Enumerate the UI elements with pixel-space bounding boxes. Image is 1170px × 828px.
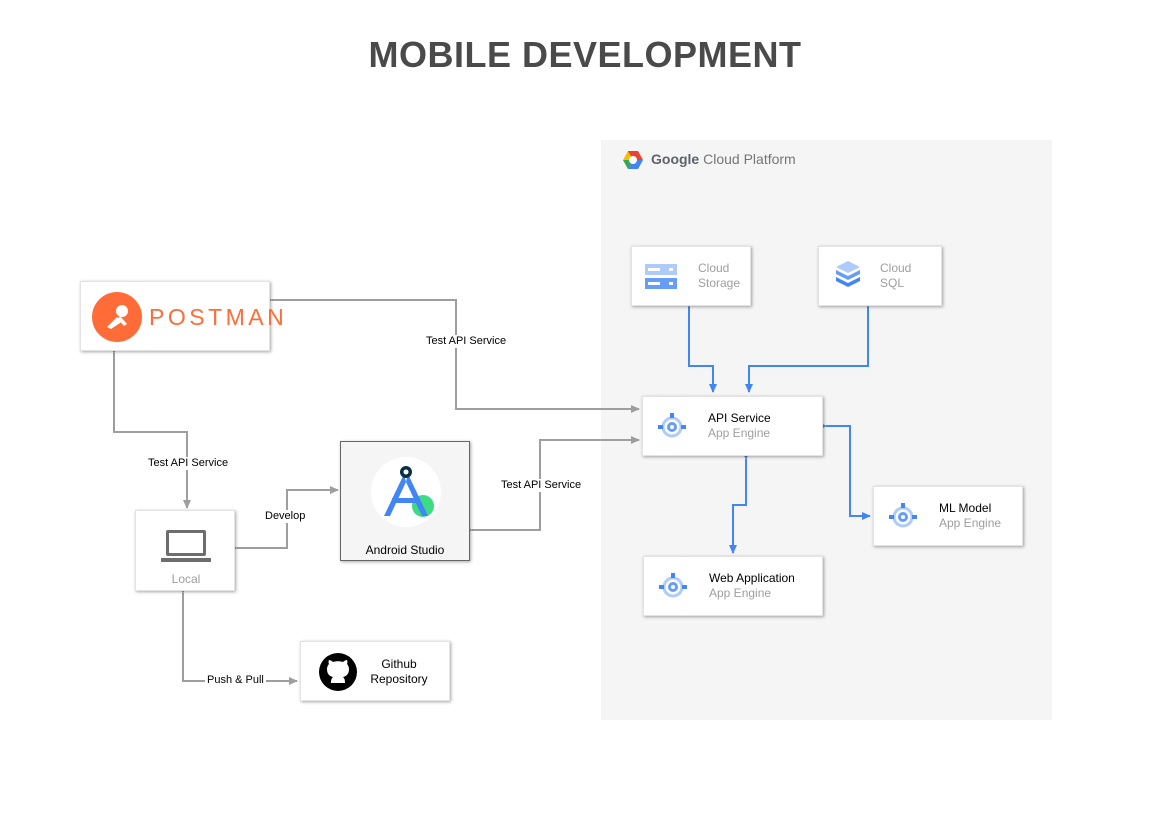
postman-logo-icon bbox=[92, 292, 142, 342]
android-studio-label: Android Studio bbox=[365, 543, 445, 557]
edge-label-android-api: Test API Service bbox=[499, 479, 584, 492]
cloud-sql-line1: Cloud bbox=[880, 261, 912, 275]
laptop-icon bbox=[161, 530, 211, 562]
diagram-title: MOBILE DEVELOPMENT bbox=[368, 34, 802, 75]
api-service-sub: App Engine bbox=[708, 426, 771, 440]
cloud-storage-icon bbox=[645, 264, 677, 289]
web-application-name: Web Application bbox=[709, 571, 795, 585]
app-engine-icon bbox=[658, 413, 686, 438]
edge-local-github bbox=[179, 585, 298, 685]
edge-sql-api bbox=[745, 299, 872, 393]
web-application-node[interactable]: Web Application App Engine bbox=[643, 556, 823, 616]
edge-local-postman bbox=[110, 345, 191, 509]
ml-model-name: ML Model bbox=[939, 501, 992, 515]
cloud-storage-line2: Storage bbox=[698, 276, 741, 290]
web-application-sub: App Engine bbox=[709, 586, 772, 600]
cloud-sql-line2: SQL bbox=[880, 276, 905, 290]
edge-postman-api bbox=[264, 296, 640, 413]
google-cloud-logo-icon bbox=[623, 151, 643, 169]
cloud-storage-line1: Cloud bbox=[698, 261, 730, 275]
edge-api-mlmodel bbox=[818, 422, 871, 520]
edge-api-webapp bbox=[729, 451, 750, 554]
api-service-node[interactable]: API Service App Engine bbox=[642, 396, 823, 456]
gcp-label: Google Cloud Platform bbox=[651, 151, 796, 167]
postman-wordmark: POSTMAN bbox=[149, 304, 288, 330]
edge-label-local-android: Develop bbox=[263, 510, 308, 523]
github-label-line2: Repository bbox=[370, 672, 428, 686]
edge-label-local-postman: Test API Service bbox=[146, 457, 231, 470]
local-node[interactable]: Local bbox=[135, 510, 235, 591]
edge-label-postman-api: Test API Service bbox=[424, 335, 509, 348]
android-studio-icon bbox=[371, 457, 441, 527]
app-engine-icon bbox=[889, 503, 917, 528]
edge-storage-api bbox=[685, 299, 717, 393]
ml-model-sub: App Engine bbox=[939, 516, 1002, 530]
local-label: Local bbox=[171, 572, 201, 586]
android-studio-node[interactable]: Android Studio bbox=[340, 441, 470, 561]
ml-model-node[interactable]: ML Model App Engine bbox=[873, 486, 1023, 546]
app-engine-icon bbox=[659, 573, 687, 598]
edge-label-local-github: Push & Pull bbox=[205, 674, 266, 687]
cloud-storage-node[interactable]: Cloud Storage bbox=[631, 246, 751, 306]
cloud-sql-node[interactable]: Cloud SQL bbox=[818, 246, 942, 306]
api-service-name: API Service bbox=[708, 411, 771, 425]
postman-node[interactable]: POSTMAN bbox=[80, 281, 284, 351]
github-label-line1: Github bbox=[381, 657, 417, 671]
github-icon bbox=[319, 653, 357, 691]
cloud-sql-icon bbox=[836, 261, 860, 287]
github-node[interactable]: Github Repository bbox=[300, 641, 450, 701]
